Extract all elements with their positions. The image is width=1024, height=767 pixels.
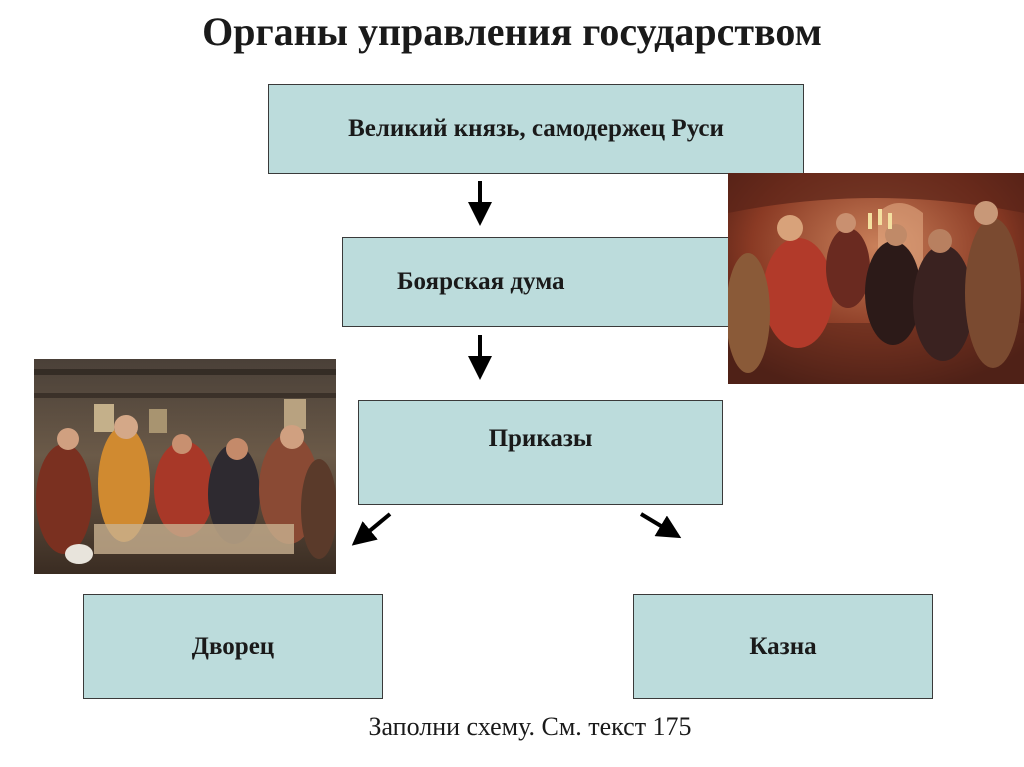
node-grand-prince: Великий князь, самодержец Руси xyxy=(268,84,804,174)
arrow-prikazy-to-dvorets xyxy=(351,512,392,546)
node-prikazy-label: Приказы xyxy=(488,425,593,452)
prikaz-office-painting xyxy=(34,359,336,574)
node-dvorets-label: Дворец xyxy=(191,632,275,660)
node-prikazy: Приказы xyxy=(358,400,723,505)
node-boyar-duma: Боярская дума xyxy=(342,237,734,327)
node-dvorets: Дворец xyxy=(83,594,383,699)
page-title: Органы управления государством xyxy=(202,9,822,54)
footnote: Заполни схему. См. текст 175 xyxy=(368,712,692,741)
arrow-prikazy-to-kazna xyxy=(639,512,682,539)
node-kazna: Казна xyxy=(633,594,933,699)
boyar-council-painting xyxy=(728,173,1024,384)
node-grand-prince-label: Великий князь, самодержец Руси xyxy=(348,115,724,142)
node-kazna-label: Казна xyxy=(749,632,817,660)
node-boyar-duma-label: Боярская дума xyxy=(397,268,565,295)
